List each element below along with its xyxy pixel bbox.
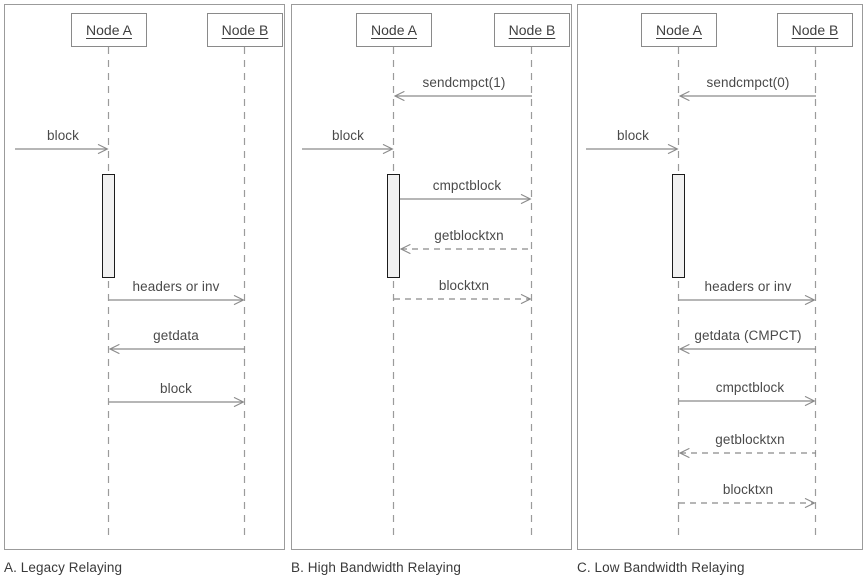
actor-label-node-b: Node B — [221, 22, 269, 38]
panel-b-caption: B. High Bandwidth Relaying — [291, 560, 461, 575]
actor-label-node-b: Node B — [791, 22, 839, 38]
message-label-getblocktxn: getblocktxn — [715, 432, 785, 447]
actor-box-node-b[interactable]: Node B — [494, 13, 570, 47]
message-label-cmpctblock: cmpctblock — [432, 178, 502, 193]
actor-box-node-a[interactable]: Node A — [356, 13, 432, 47]
actor-box-node-b[interactable]: Node B — [777, 13, 853, 47]
message-label-getdata-cmpct: getdata (CMPCT) — [694, 328, 802, 343]
panel-legacy-relaying: Node A Node B block headers or inv getda… — [4, 4, 285, 550]
message-label-blocktxn: blocktxn — [722, 482, 774, 497]
actor-label-node-b: Node B — [508, 22, 556, 38]
panel-c-lines — [586, 47, 817, 539]
activation-bar-node-a — [387, 174, 400, 278]
actor-label-node-a: Node A — [86, 22, 132, 38]
actor-label-node-a: Node A — [371, 22, 417, 38]
message-label-headers-or-inv: headers or inv — [704, 279, 792, 294]
actor-box-node-a[interactable]: Node A — [71, 13, 147, 47]
panel-a-caption: A. Legacy Relaying — [4, 560, 123, 575]
panel-high-bandwidth-relaying: Node A Node B sendcmpct(1) block cmpctbl… — [291, 4, 572, 550]
actor-box-node-a[interactable]: Node A — [641, 13, 717, 47]
message-label-block-in: block — [331, 128, 365, 143]
message-label-blocktxn: blocktxn — [438, 278, 490, 293]
message-label-block-out: block — [159, 381, 193, 396]
activation-bar-node-a — [102, 174, 115, 278]
message-label-block-in: block — [46, 128, 80, 143]
panel-c-caption: C. Low Bandwidth Relaying — [577, 560, 745, 575]
message-label-sendcmpct: sendcmpct(0) — [706, 75, 790, 90]
panel-low-bandwidth-relaying: Node A Node B sendcmpct(0) block headers… — [577, 4, 863, 550]
message-label-cmpctblock: cmpctblock — [715, 380, 785, 395]
message-label-headers-or-inv: headers or inv — [132, 279, 220, 294]
message-label-sendcmpct: sendcmpct(1) — [422, 75, 506, 90]
activation-bar-node-a — [672, 174, 685, 278]
message-label-block-in: block — [616, 128, 650, 143]
message-label-getdata: getdata — [153, 328, 199, 343]
panel-a-lines — [15, 47, 246, 539]
message-label-getblocktxn: getblocktxn — [434, 228, 504, 243]
actor-label-node-a: Node A — [656, 22, 702, 38]
panel-b-lines — [302, 47, 533, 539]
actor-box-node-b[interactable]: Node B — [207, 13, 283, 47]
